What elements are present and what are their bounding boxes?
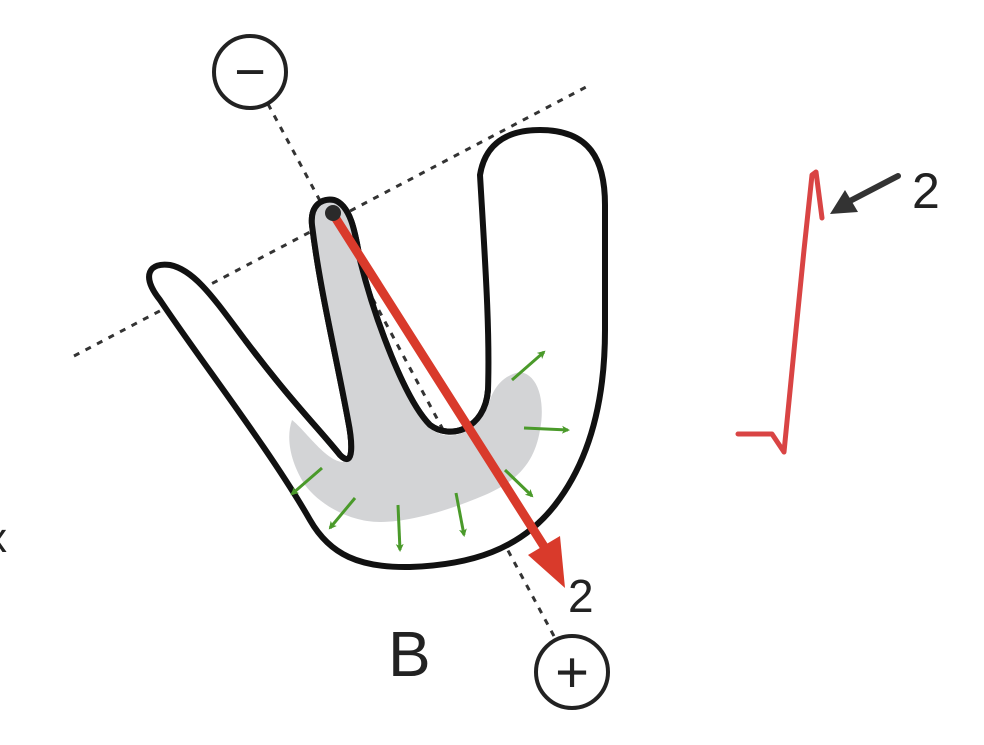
- ecg-pointer: [830, 173, 901, 214]
- cut-left-edge-letter: x: [0, 514, 7, 561]
- wavefront-arrow: [395, 504, 404, 552]
- wavefront-arrows: [290, 350, 570, 552]
- plus-circle-icon: [534, 634, 610, 710]
- pointer-arrowhead: [830, 190, 858, 214]
- panel-letter: B: [388, 618, 431, 690]
- wavefront-arrow: [503, 468, 534, 498]
- wavefront-arrow: [290, 466, 323, 496]
- ecg-label: 2: [912, 163, 940, 219]
- positive-pole-symbol: +: [555, 640, 589, 705]
- arrow-icon: [845, 173, 901, 205]
- minus-circle-icon: [212, 34, 288, 110]
- vector-label: 2: [568, 570, 594, 622]
- mean-vector-arrowhead: [528, 536, 565, 588]
- ecg-trace: [735, 169, 825, 455]
- wavefront-arrow: [511, 350, 546, 382]
- wavefront-arrow: [454, 492, 467, 537]
- negative-pole-marker: −: [212, 34, 288, 110]
- vector-origin-dot: [325, 205, 341, 221]
- negative-pole-symbol: −: [234, 42, 266, 102]
- lead-axis-dotted-line: [266, 103, 557, 639]
- ventricle-inner-outline: [242, 196, 491, 462]
- wavefront-arrow: [523, 425, 570, 434]
- mean-vector-shaft: [328, 209, 550, 553]
- wavefront-arrow: [328, 497, 357, 530]
- positive-pole-marker: +: [534, 634, 610, 710]
